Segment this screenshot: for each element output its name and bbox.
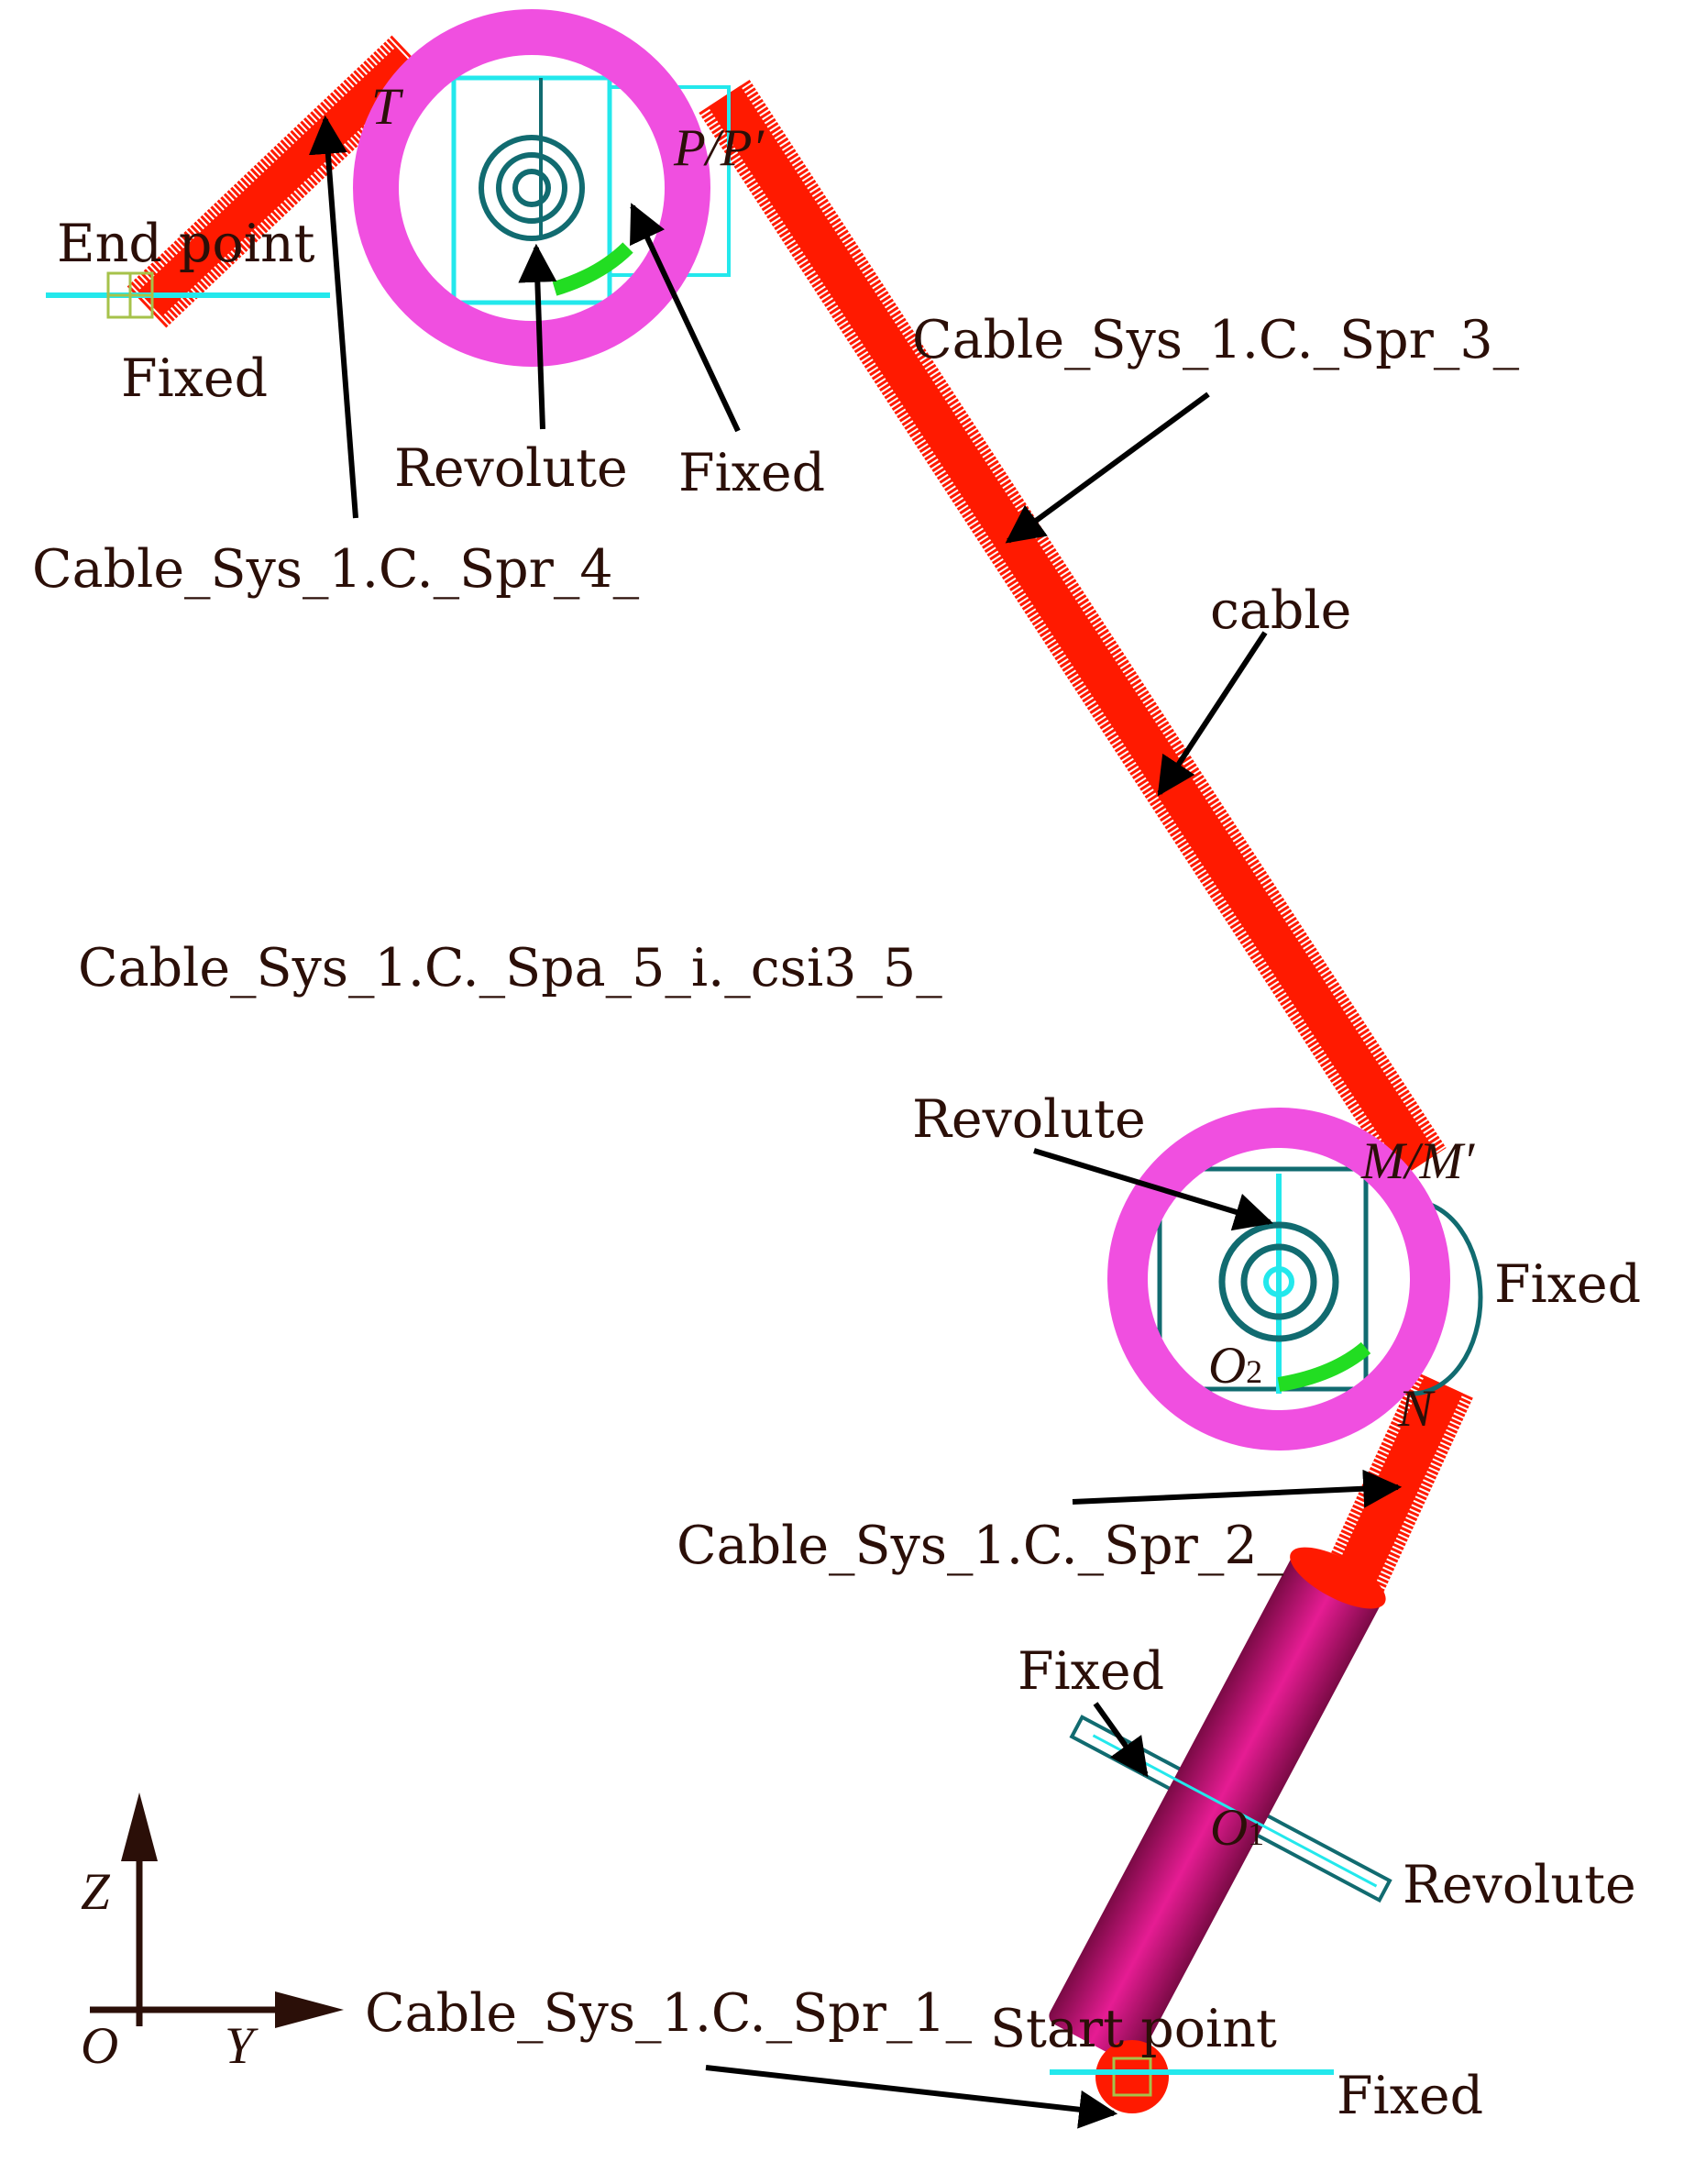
fixed-start-label: Fixed	[1337, 2066, 1483, 2126]
arrow-spr1	[705, 2065, 1118, 2129]
o1-label: O1	[1210, 1799, 1264, 1857]
top-pulley-bearing-mid	[496, 152, 567, 224]
revolute-top-label: Revolute	[394, 438, 628, 499]
y-axis-arrow	[275, 1991, 344, 2028]
top-pulley-green-arc	[552, 242, 633, 296]
spr1-label: Cable_Sys_1.C._Spr_1_	[365, 1983, 973, 2044]
o2-base: O	[1208, 1337, 1246, 1395]
top-pulley-ring	[353, 9, 710, 367]
arrow-fixed-low	[1093, 1702, 1149, 1778]
mid-pulley-back-arc	[1411, 1198, 1483, 1396]
spr3-label: Cable_Sys_1.C._Spr_3_	[912, 310, 1520, 370]
end-point-marker	[46, 271, 330, 319]
o2-label: O2	[1208, 1337, 1262, 1395]
pp-point-label: P/P′	[673, 119, 765, 177]
z-axis-arrow	[121, 1792, 158, 1861]
mm-point-label: M/M′	[1360, 1132, 1476, 1190]
coordinate-axes: Z O Y	[81, 1792, 344, 2075]
arrow-revolute-mid	[1033, 1148, 1274, 1231]
fixed-top-label: Fixed	[678, 443, 825, 503]
lower-drum	[1049, 1547, 1392, 2065]
o2-sub: 2	[1246, 1353, 1262, 1390]
arrow-spr2	[1072, 1469, 1403, 1508]
y-axis-label: Y	[225, 2017, 259, 2075]
spa5-label: Cable_Sys_1.C._Spa_5_i._csi3_5_	[78, 938, 942, 998]
t-point-label: T	[371, 78, 404, 136]
start-point-label: Start point	[990, 1999, 1277, 2059]
revolute-mid-label: Revolute	[912, 1089, 1146, 1150]
cable-segment-spr3-core	[708, 85, 1437, 1175]
o1-sub: 1	[1248, 1815, 1264, 1852]
origin-label: O	[81, 2017, 118, 2075]
drum-top-rim	[1290, 1547, 1386, 1609]
fixed-mid-label: Fixed	[1494, 1254, 1641, 1315]
mid-pulley	[1107, 1108, 1483, 1450]
mid-pulley-bearing-mid	[1240, 1243, 1317, 1320]
arrow-cable	[1157, 631, 1268, 797]
top-pulley-bearing-inner	[512, 169, 551, 207]
fixed-end-label: Fixed	[121, 348, 268, 409]
arrow-spr4	[308, 115, 358, 519]
mid-pulley-bearing-outer	[1218, 1221, 1339, 1342]
spr2-label: Cable_Sys_1.C._Spr_2_	[677, 1516, 1284, 1576]
arrow-fixed-top	[630, 203, 741, 433]
z-axis-label: Z	[81, 1863, 111, 1921]
spr4-label: Cable_Sys_1.C._Spr_4_	[32, 539, 640, 600]
mid-pulley-frame	[1157, 1166, 1369, 1392]
cable-label: cable	[1210, 580, 1351, 641]
fixed-low-label: Fixed	[1018, 1641, 1164, 1702]
cable-segment-spr4-core	[138, 47, 421, 315]
mid-pulley-ring	[1107, 1108, 1450, 1450]
drum-body	[1049, 1553, 1381, 2065]
o1-base: O	[1210, 1799, 1248, 1857]
n-point-label: N	[1397, 1380, 1436, 1438]
revolute-low-label: Revolute	[1403, 1855, 1636, 1915]
end-point-label: End point	[57, 214, 315, 274]
mid-pulley-green-arc	[1277, 1341, 1371, 1392]
top-pulley-bearing-outer	[479, 135, 585, 241]
mid-pulley-bearing-inner	[1263, 1266, 1294, 1297]
start-point-box	[1112, 2057, 1152, 2097]
labels: End point Fixed T P/P′ Revolute Fixed Ca…	[32, 78, 1641, 2126]
arrow-spr3	[1005, 392, 1210, 544]
arrow-revolute-top	[518, 243, 557, 430]
top-pulley	[353, 9, 731, 367]
callout-arrows	[308, 115, 1403, 2129]
